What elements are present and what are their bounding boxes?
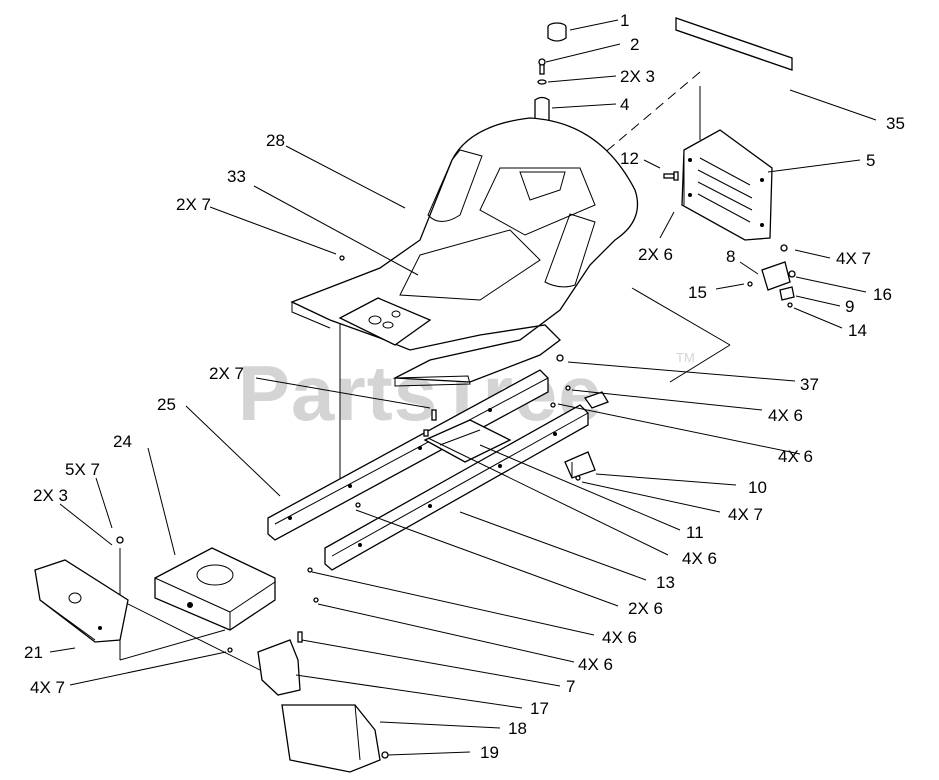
callout-11: 11 [686,523,704,542]
part-3-washer [537,79,547,85]
part-35-bar [675,17,793,71]
callout-4x6-d: 4X 6 [602,628,637,647]
part-5-rear-bracket [681,129,773,241]
callout-4x6-e: 4X 6 [578,655,613,674]
part-1-knob [547,22,567,42]
callout-16: 16 [873,285,892,304]
fasteners-center [116,255,581,653]
part-8-bracket [761,261,791,291]
callout-2: 2 [630,35,639,54]
callout-4x7-mid: 4X 7 [728,505,763,524]
callout-37: 37 [800,375,819,394]
callout-4x6-a: 4X 6 [768,406,803,425]
part-13-frame-rail-right [324,404,589,571]
callout-17: 17 [530,699,549,718]
watermark-trademark: TM [676,350,695,365]
callout-9: 9 [845,297,854,316]
callout-25: 25 [157,395,176,414]
callout-4x7-left: 4X 7 [30,678,65,697]
part-37-bracket [583,391,609,409]
callout-19: 19 [480,743,499,762]
part-21-front-bracket [34,559,129,643]
part-24-mount-plate [154,547,276,631]
callout-5x7: 5X 7 [65,460,100,479]
callout-21: 21 [24,643,43,662]
callout-2x3-top: 2X 3 [620,67,655,86]
callout-2x7-mid: 2X 7 [209,364,244,383]
part-9-clip [779,286,795,301]
part-18-shield [281,704,381,773]
part-33-panel [338,297,432,346]
part-10-bracket [564,451,596,479]
part-28-fender [290,117,639,387]
callout-35: 35 [886,114,905,133]
callout-12: 12 [620,149,639,168]
leader-lines [49,19,877,756]
callout-18: 18 [508,719,527,738]
part-19-screw [381,751,389,759]
callout-4x7-right: 4X 7 [836,249,871,268]
part-17-shield [257,639,301,696]
callout-2x6-bottom: 2X 6 [628,599,663,618]
part-25-frame-rail-left [267,369,549,541]
callout-13: 13 [656,573,675,592]
callout-4x6-b: 4X 6 [778,447,813,466]
callout-2x6-right: 2X 6 [638,245,673,264]
callout-10: 10 [748,478,767,497]
callout-4: 4 [620,95,629,114]
callout-4x6-c: 4X 6 [682,549,717,568]
fasteners-right [747,244,796,308]
alignment-lines [119,71,731,691]
part-2-bolt [538,58,546,75]
callout-24: 24 [113,432,132,451]
callout-15: 15 [688,283,707,302]
callout-5: 5 [866,151,875,170]
callout-33: 33 [227,167,246,186]
part-11-cross-bracket [423,419,512,463]
callout-1: 1 [620,11,629,30]
callout-2x7-top: 2X 7 [176,195,211,214]
callout-14: 14 [848,321,867,340]
callout-labels: 1 2 2X 3 4 35 5 12 28 33 2X 7 2X 6 4X 7 … [24,11,905,762]
callout-7: 7 [566,677,575,696]
part-12-screw [663,171,679,181]
callout-2x3-left: 2X 3 [33,486,68,505]
callout-28: 28 [266,131,285,150]
callout-8: 8 [726,247,735,266]
